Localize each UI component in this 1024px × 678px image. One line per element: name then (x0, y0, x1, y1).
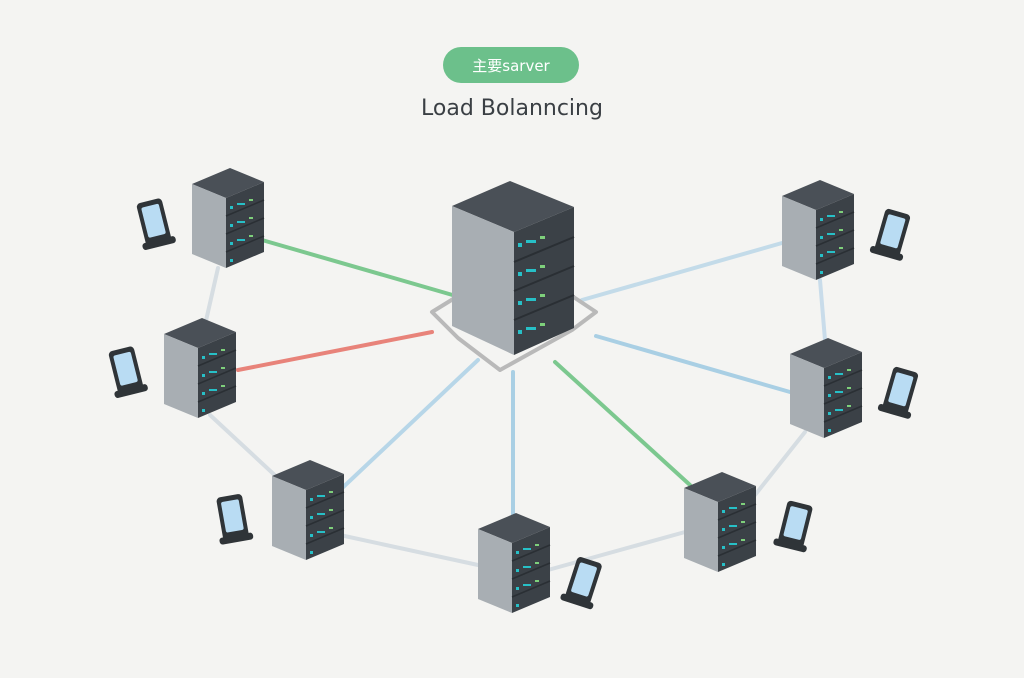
central-server (452, 181, 575, 355)
phone-2 (104, 344, 149, 399)
hub-links (236, 238, 792, 522)
main-server-badge: 主要sarver (443, 47, 579, 83)
server-bottom (477, 512, 551, 614)
ring-link (208, 413, 282, 482)
ring-link (203, 266, 220, 327)
link-blue (580, 241, 784, 302)
phone-1 (132, 196, 177, 251)
server-mid-right (789, 337, 863, 439)
ring-links (203, 266, 827, 572)
server-lower-right (683, 471, 757, 573)
link-red (236, 330, 434, 372)
link-green (553, 360, 692, 487)
ring-link (818, 278, 827, 342)
phone-5 (772, 499, 818, 553)
link-green (260, 238, 458, 298)
phone-6 (877, 364, 923, 420)
diagram-title: Load Bolanncing (421, 96, 603, 121)
ring-link (753, 430, 807, 497)
ring-link (546, 530, 687, 572)
server-top-left (191, 167, 265, 269)
link-blue (594, 334, 792, 394)
phone-7 (869, 206, 915, 262)
link-blue (336, 358, 480, 494)
ring-link (338, 533, 480, 567)
server-mid-left (163, 317, 237, 419)
phone-3 (212, 492, 254, 545)
server-top-right (781, 179, 855, 281)
server-lower-left (271, 459, 345, 561)
